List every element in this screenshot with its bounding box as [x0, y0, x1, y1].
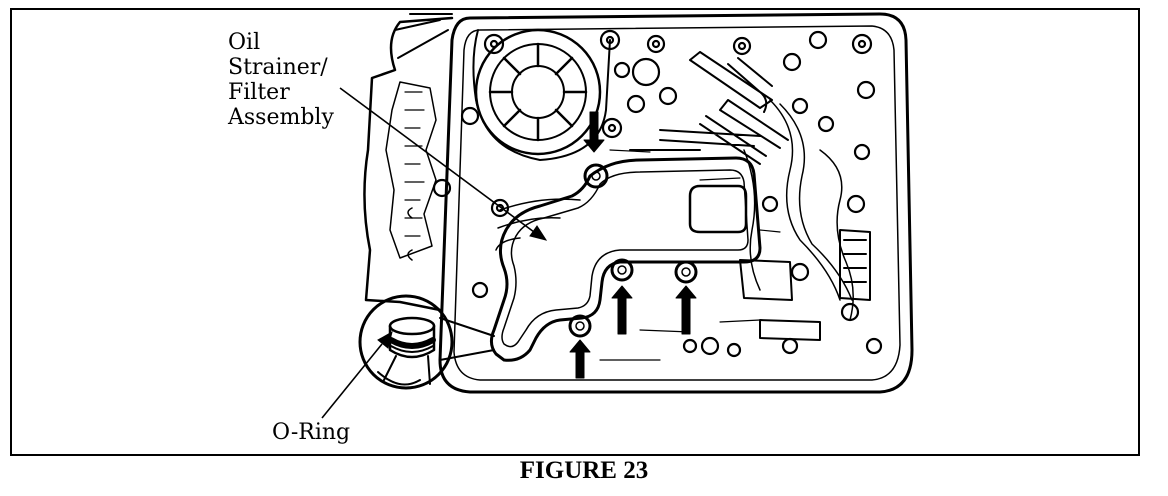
oring-band-2 [390, 345, 434, 353]
casing-hatch [404, 91, 425, 237]
oring-pipe [377, 355, 431, 386]
oil-strainer-callout-line-4: Assembly [228, 105, 334, 130]
pump-gear-outer [474, 28, 602, 156]
valve-spools [739, 229, 871, 341]
oil-strainer-callout-line-3: Filter [228, 80, 290, 105]
seal-rings [568, 163, 698, 338]
oil-strainer-callout: Oil Strainer/ Filter Assembly [228, 30, 334, 130]
left-casing-inner [385, 81, 437, 259]
strainer-leader-line [339, 87, 535, 233]
bolt-arrow-mid-right [675, 285, 697, 335]
bolt-arrow-top [583, 111, 605, 153]
pump-gear-teeth [488, 42, 588, 142]
filter-window [688, 184, 748, 234]
bolt-arrow-bottom [569, 339, 591, 379]
channel-lines [599, 149, 781, 361]
oring-top [388, 316, 436, 336]
oil-strainer [489, 156, 762, 362]
casing-mark-c [407, 207, 413, 261]
left-casing [363, 16, 454, 312]
valve-body-inner-border [453, 25, 901, 381]
oring-inset-circle [358, 294, 454, 390]
figure-caption: FIGURE 23 [519, 457, 649, 484]
oil-strainer-callout-line-2: Strainer/ [228, 55, 328, 80]
bolt-holes [432, 29, 883, 358]
oring-leader-head [377, 330, 393, 349]
oring-callout: O-Ring [272, 420, 351, 445]
oil-strainer-callout-line-1: Oil [228, 30, 261, 55]
solenoid-wires [743, 99, 854, 321]
valve-body-outline [438, 12, 914, 394]
oring-band [388, 337, 436, 349]
oring-leader-line [321, 343, 383, 419]
casing-slant-lines [394, 13, 453, 59]
oring-body [388, 324, 436, 359]
figure-frame [10, 8, 1140, 456]
strainer-edge-lines [495, 198, 581, 251]
valve-bores [629, 51, 789, 165]
bolt-arrow-mid-left [611, 285, 633, 335]
strainer-leader-head [529, 225, 548, 241]
